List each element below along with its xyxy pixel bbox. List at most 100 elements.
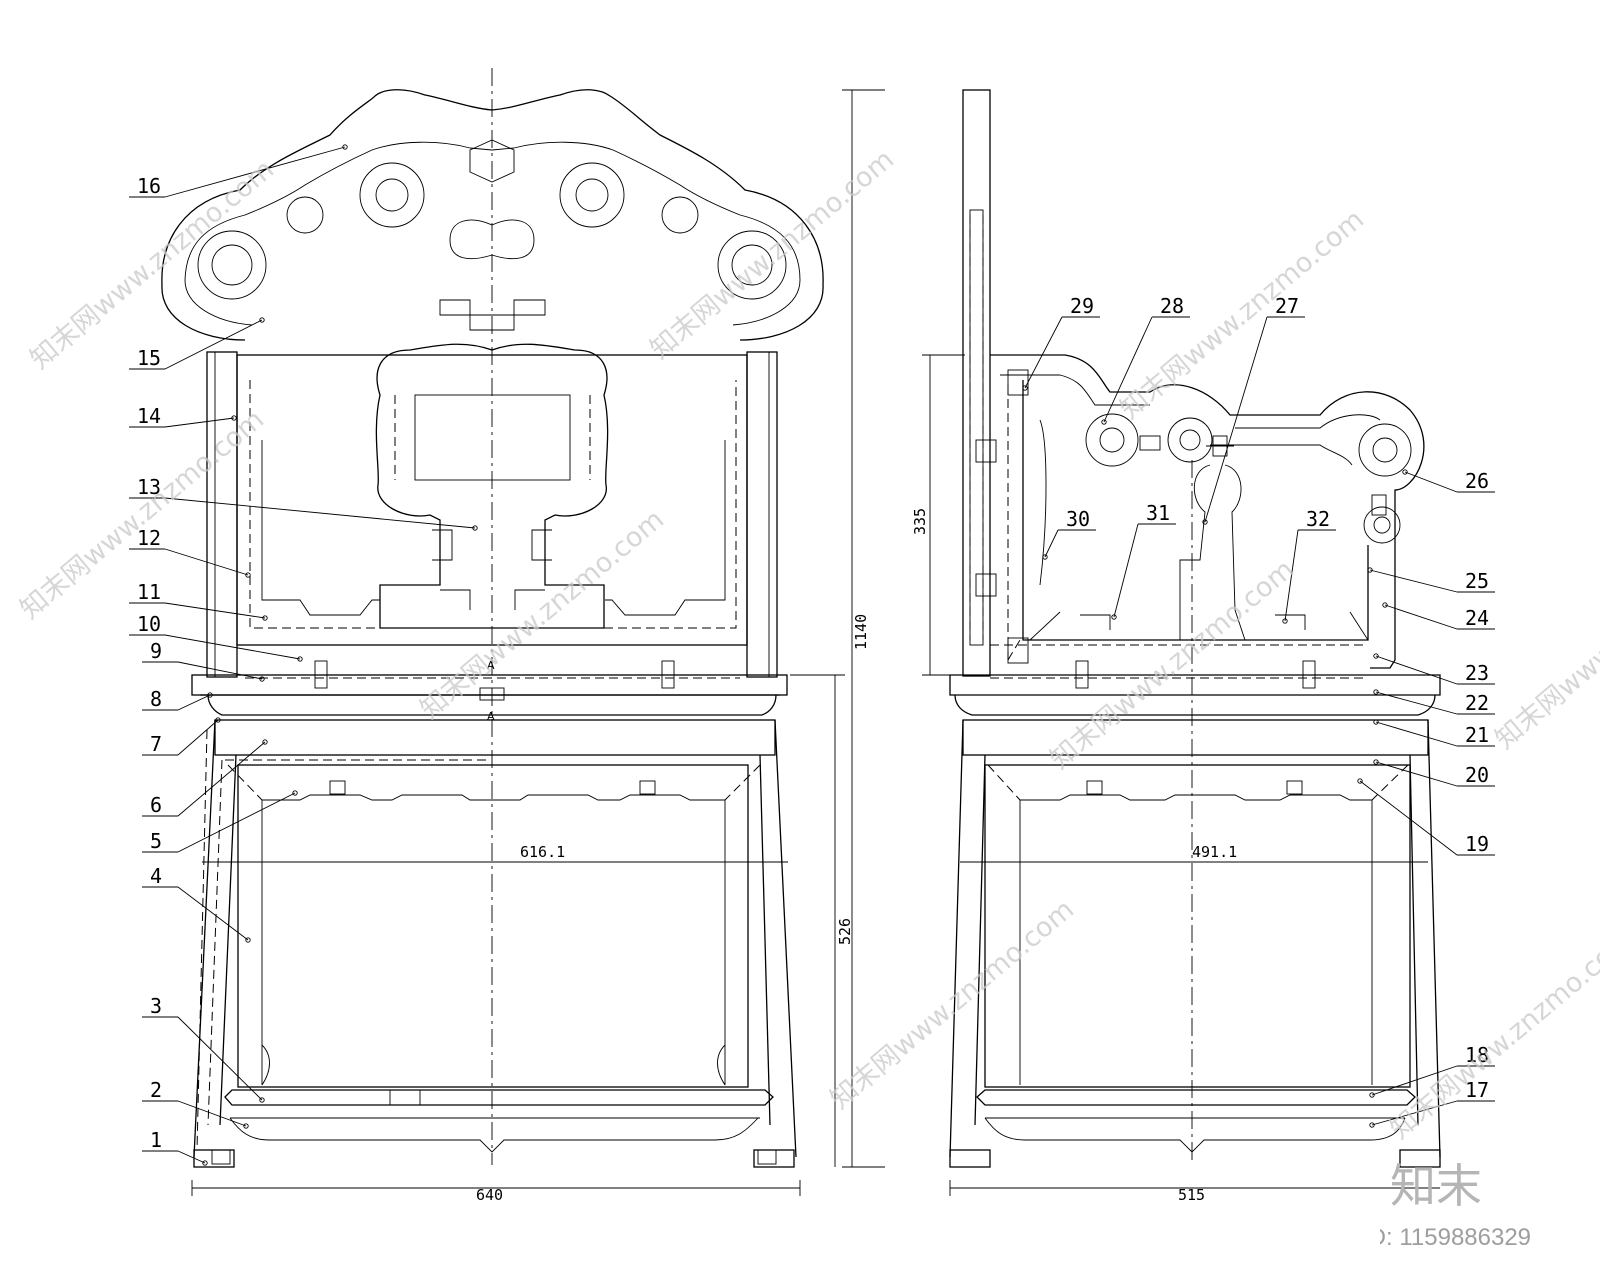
callout-leader	[1024, 316, 1063, 389]
callout-leader	[1404, 471, 1458, 493]
callout-label: 10	[137, 612, 161, 636]
watermark-text: 知末网www.znzmo.com	[1490, 534, 1600, 755]
callout-dot	[1101, 419, 1107, 425]
callout-label: 9	[150, 639, 162, 663]
callout-dot	[1111, 614, 1117, 620]
callout-label: 22	[1465, 691, 1489, 715]
dim-inner-width: 616.1	[520, 843, 565, 861]
callout-dot	[259, 676, 265, 682]
callout-dot	[1382, 602, 1388, 608]
callout-leader	[1369, 569, 1458, 593]
callout-label: 2	[150, 1078, 162, 1102]
callout-label: 20	[1465, 763, 1489, 787]
image-id-text: ID: 1159886329	[1380, 1224, 1531, 1251]
dim-overall-depth: 515	[1178, 1186, 1205, 1204]
dim-total-height: 1140	[852, 614, 870, 650]
callout-dot	[1202, 519, 1208, 525]
dim-seat-height: 526	[836, 918, 854, 945]
callout-label: 30	[1066, 507, 1090, 531]
callout-dot	[342, 144, 348, 150]
callout-dot	[1373, 653, 1379, 659]
callout-dot	[1357, 778, 1363, 784]
callout-label: 26	[1465, 469, 1489, 493]
dim-inner-depth: 491.1	[1192, 843, 1237, 861]
callout-leader	[1375, 691, 1458, 715]
callout-leader	[1375, 655, 1458, 685]
callout-dot	[297, 656, 303, 662]
callout-dot	[1369, 1092, 1375, 1098]
callout-label: 15	[137, 346, 161, 370]
watermark-text: 知末网www.znzmo.com	[645, 144, 900, 365]
dim-arm-height: 335	[911, 508, 929, 535]
callout-label: 3	[150, 994, 162, 1018]
callout-label: 11	[137, 580, 161, 604]
callout-leader	[164, 548, 249, 576]
callout-dot	[1369, 1122, 1375, 1128]
callout-label: 13	[137, 475, 161, 499]
callout-label: 29	[1070, 294, 1094, 318]
callout-leader	[164, 497, 476, 529]
callout-label: 7	[150, 732, 162, 756]
callout-label: 31	[1146, 501, 1170, 525]
callout-label: 12	[137, 526, 161, 550]
callout-leader	[164, 417, 235, 428]
callout-dot	[472, 525, 478, 531]
callout-leader	[164, 602, 266, 619]
watermark-text: 知末网www.znzmo.com	[1385, 924, 1600, 1145]
callout-dot	[1042, 554, 1048, 560]
callout-leader	[177, 1100, 247, 1127]
dim-overall-width: 640	[476, 1186, 503, 1204]
callout-dot	[1373, 759, 1379, 765]
callout-dot	[262, 615, 268, 621]
callout-label: 28	[1160, 294, 1184, 318]
callout-dot	[1373, 689, 1379, 695]
callout-dot	[202, 1160, 208, 1166]
callout-label: 1	[150, 1128, 162, 1152]
callout-dot	[1022, 385, 1028, 391]
callout-leader	[1044, 529, 1059, 558]
callout-leader	[177, 694, 211, 711]
brand-stamp: 知末 ID: 1159886329	[1380, 1159, 1531, 1251]
callout-dot	[1367, 567, 1373, 573]
callout-label: 23	[1465, 661, 1489, 685]
callout-leader	[164, 634, 301, 660]
callout-dot	[262, 739, 268, 745]
watermark-text: 知末网www.znzmo.com	[1045, 554, 1300, 775]
callout-leader	[177, 1150, 206, 1164]
callout-label: 19	[1465, 832, 1489, 856]
callout-label: 6	[150, 793, 162, 817]
brand-logo-text: 知末	[1390, 1159, 1482, 1213]
callout-leader	[177, 741, 266, 817]
front-elevation: A A 616.1 640	[129, 68, 885, 1204]
callout-leader	[1384, 604, 1458, 630]
callout-leader	[1284, 529, 1299, 622]
callout-dot	[1282, 618, 1288, 624]
callout-label: 25	[1465, 569, 1489, 593]
callout-leader	[177, 719, 219, 756]
callout-dot	[245, 572, 251, 578]
side-elevation: 491.1 515 335 17181920212223242526272829…	[911, 89, 1495, 1204]
callout-dot	[215, 717, 221, 723]
callout-leader	[177, 661, 263, 680]
callout-label: 32	[1306, 507, 1330, 531]
callout-label: 24	[1465, 606, 1489, 630]
callout-label: 8	[150, 687, 162, 711]
callout-leader	[177, 886, 249, 941]
callout-dot	[1373, 719, 1379, 725]
section-mark-bottom: A	[487, 710, 495, 723]
callout-label: 16	[137, 174, 161, 198]
callout-leader	[1204, 316, 1268, 523]
callout-dot	[259, 1097, 265, 1103]
callout-leader	[177, 1016, 263, 1101]
callout-leader	[1359, 780, 1458, 856]
callout-dot	[292, 790, 298, 796]
callout-leader	[1371, 1100, 1458, 1126]
callout-leader	[164, 319, 263, 370]
callout-label: 27	[1275, 294, 1299, 318]
callout-label: 21	[1465, 723, 1489, 747]
callout-label: 4	[150, 864, 162, 888]
callout-leader	[177, 792, 296, 853]
watermark-text: 知末网www.znzmo.com	[1115, 204, 1370, 425]
